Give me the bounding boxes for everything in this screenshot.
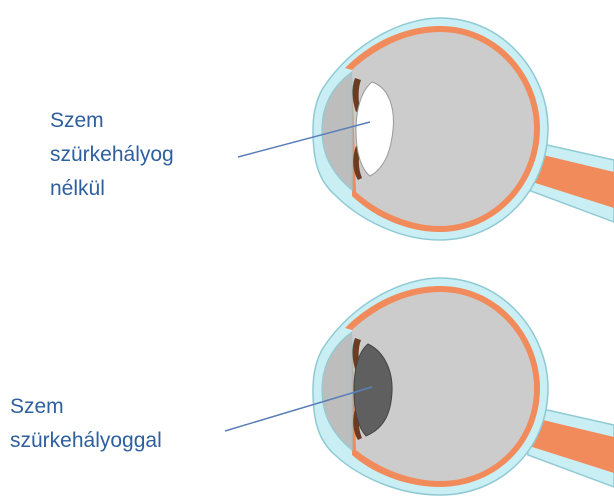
label-line: Szem [50,104,174,138]
eye-with-cataract [225,278,614,495]
label-eye-with-cataract: Szem szürkehályoggal [10,390,162,458]
label-line: szürkehályoggal [10,424,162,458]
eye-without-cataract [238,18,614,240]
label-eye-without-cataract: Szem szürkehályog nélkül [50,104,174,206]
label-line: nélkül [50,172,174,206]
label-line: Szem [10,390,162,424]
label-line: szürkehályog [50,138,174,172]
